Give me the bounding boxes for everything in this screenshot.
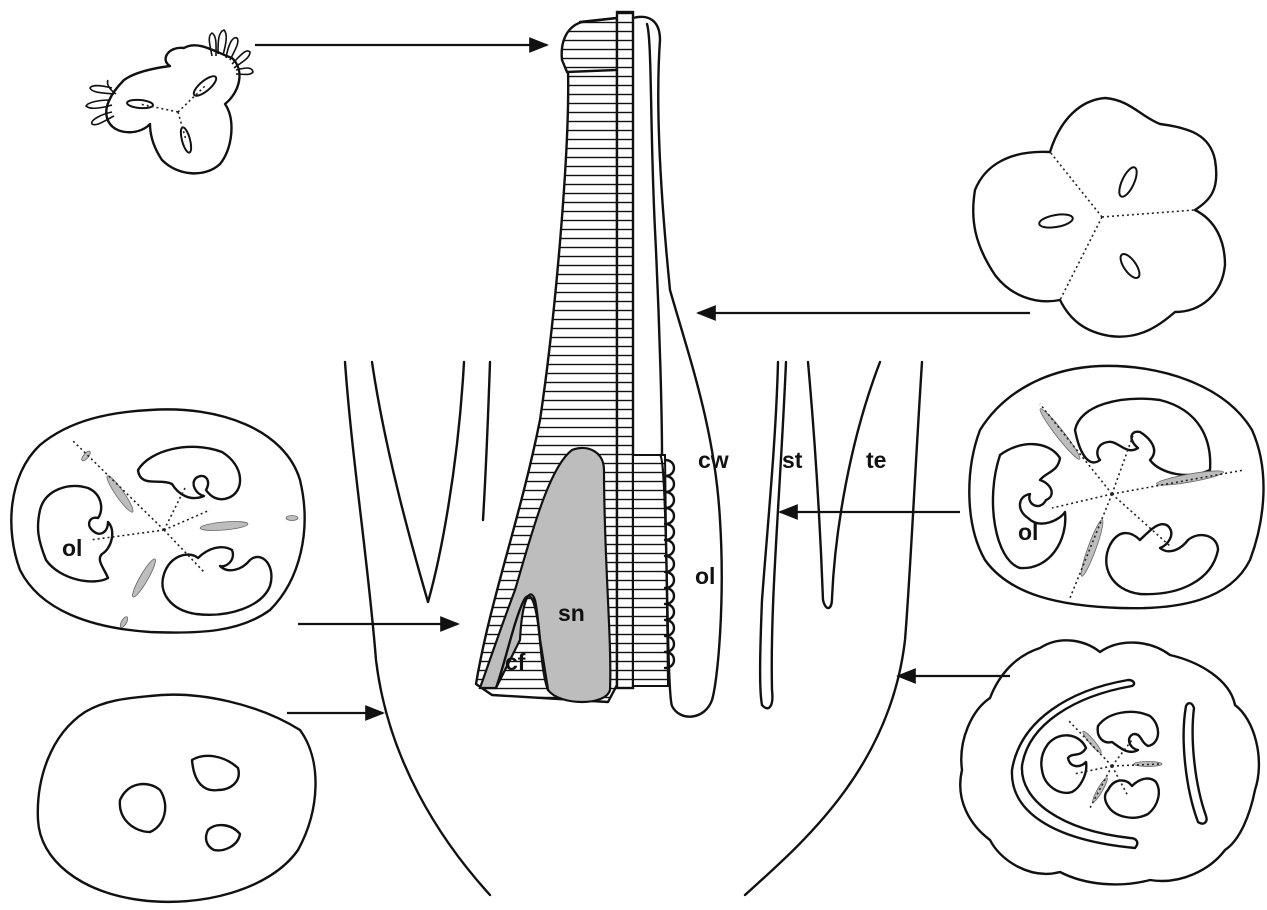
- stigma-ovule-2: [127, 99, 154, 109]
- ovary-left-septa-dotted: [72, 440, 210, 572]
- label-cf: cf: [505, 649, 526, 675]
- transmitting-tract: [617, 12, 633, 688]
- upper-style-canal-3: [1117, 251, 1143, 281]
- label-ol-left-section: ol: [62, 535, 82, 561]
- lower-ovary-locule-3: [1105, 779, 1159, 818]
- ovary-right-outline: [969, 366, 1263, 608]
- ovary-right-locule-2: [993, 444, 1065, 568]
- stigma-lobes-outline: [106, 45, 239, 173]
- left-inner-tepal-line: [483, 362, 490, 520]
- pedicel-canal-2: [120, 784, 165, 832]
- stigmatic-papillae-top: [209, 30, 253, 75]
- ovary-right-locule-3: [1106, 524, 1218, 594]
- lower-ovary-stamen-bar: [1184, 703, 1207, 823]
- upper-style-canal-1: [1116, 165, 1140, 199]
- section-pedicel: [38, 695, 316, 902]
- pedicel-canal-1: [192, 756, 239, 790]
- ovary-left-bundle-3: [130, 557, 159, 599]
- carpel-wall-inner: [647, 24, 662, 455]
- ovary-left-bundle-2: [200, 520, 249, 532]
- ovary-left-locule-2: [38, 486, 112, 581]
- upper-style-canal-2: [1038, 212, 1074, 230]
- stigmatic-papillae-left: [86, 80, 116, 125]
- label-st: st: [782, 447, 803, 473]
- section-upper-style: [973, 98, 1225, 337]
- section-ovary-right: ol: [969, 366, 1263, 608]
- ovary-right-locule-1: [1075, 399, 1210, 475]
- stamen-filament: [760, 362, 786, 708]
- section-stigma: [86, 30, 253, 173]
- stigma-head: [562, 18, 617, 72]
- ovary-left-bundle-4: [80, 450, 92, 462]
- longitudinal-section: cw st te ol sn cf: [345, 12, 922, 895]
- label-sn: sn: [558, 600, 585, 626]
- tepal: [808, 362, 880, 608]
- ovary-striped-lower: [633, 455, 668, 686]
- ovary-left-locule-1: [138, 447, 240, 499]
- pedicel-outline: [38, 695, 316, 902]
- ovary-left-bundle-1: [104, 474, 136, 515]
- upper-style-septa-dotted: [1050, 152, 1195, 300]
- ovary-left-bundle-5: [286, 516, 298, 521]
- upper-style-outline: [973, 98, 1225, 337]
- lower-ovary-tepal-arc: [1012, 680, 1137, 848]
- floral-cup-left-outer: [345, 362, 490, 895]
- stigma-ovule-3: [179, 126, 193, 153]
- label-te: te: [866, 447, 886, 473]
- ovary-left-locule-3: [162, 547, 271, 615]
- section-ovary-left: ol: [11, 409, 304, 632]
- label-ol-main: ol: [695, 563, 715, 589]
- left-sepal: [372, 362, 464, 602]
- stigma-ovule-1: [191, 73, 219, 99]
- label-cw: cw: [698, 447, 729, 473]
- lower-ovary-locule-2: [1041, 735, 1086, 793]
- pedicel-canal-3: [206, 825, 240, 850]
- label-ol-right-section: ol: [1018, 519, 1038, 545]
- ovary-left-bundle-6: [119, 616, 129, 629]
